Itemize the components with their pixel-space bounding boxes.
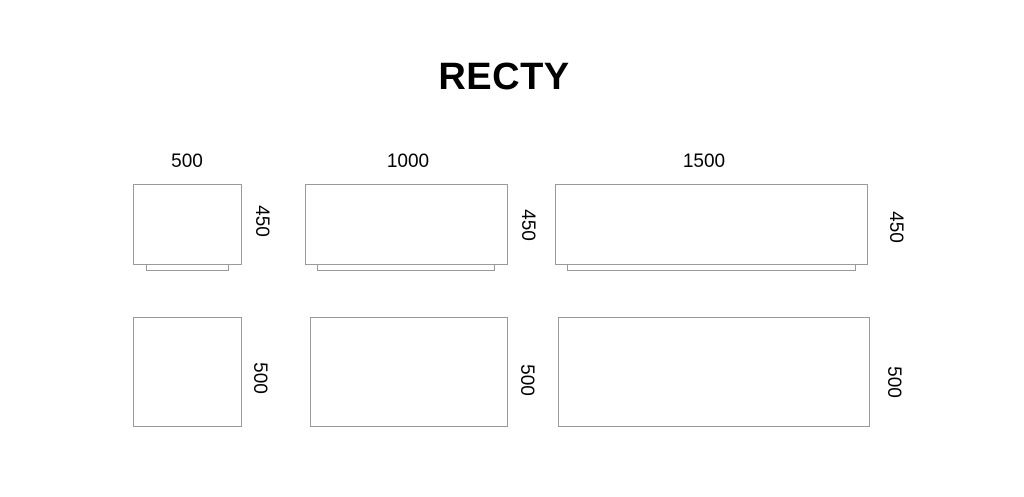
width-label-1500: 1500 [682,151,726,172]
top-box-1000-base [317,265,495,271]
top-box-1000 [305,184,508,265]
height-label-450-a: 450 [251,205,272,237]
top-box-1500 [555,184,868,265]
top-box-1500-base [567,265,856,271]
height-label-500-a: 500 [249,362,270,394]
height-label-450-b: 450 [517,209,538,241]
width-label-500: 500 [171,151,203,172]
width-label-1000: 1000 [386,151,430,172]
top-box-500-base [146,265,229,271]
height-label-500-b: 500 [516,364,537,396]
diagram-title: RECTY [438,56,570,98]
bottom-box-500 [133,317,242,427]
top-box-500 [133,184,242,265]
bottom-box-1000 [310,317,508,427]
height-label-450-c: 450 [885,211,906,243]
height-label-500-c: 500 [883,366,904,398]
bottom-box-1500 [558,317,870,427]
